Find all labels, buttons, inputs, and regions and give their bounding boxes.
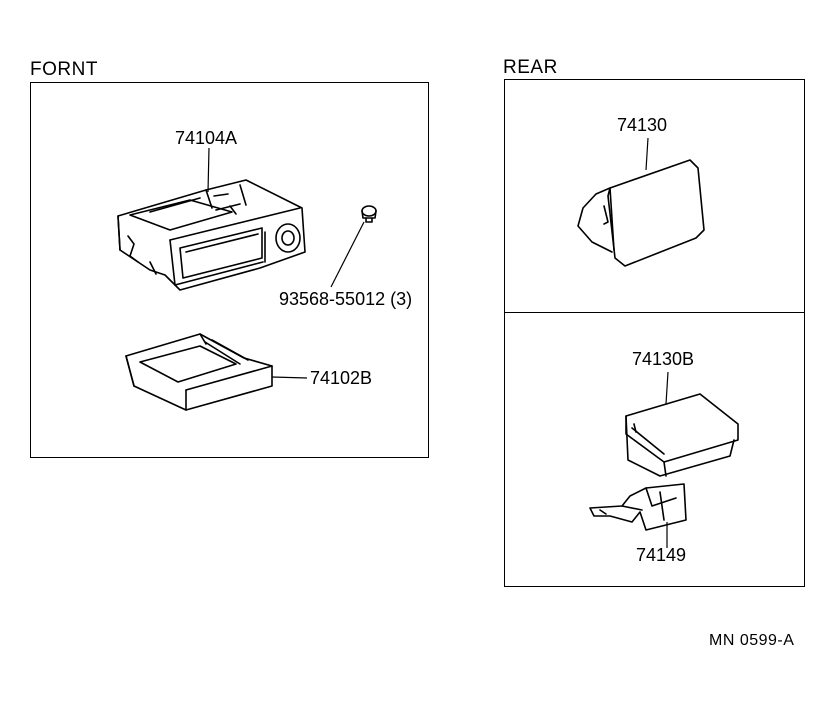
lid-leader-line	[645, 137, 649, 171]
tray-leader-line	[271, 376, 308, 379]
lid-part-number: 74130	[617, 115, 668, 135]
rear-lower-panel	[504, 312, 805, 587]
box-leader-line	[665, 371, 669, 405]
figure-code: MN 0599-A	[709, 632, 795, 649]
rear-section-title: REAR	[503, 57, 558, 78]
screw-drawing	[361, 205, 377, 223]
bracket-drawing	[589, 483, 687, 531]
screw-leader-line	[330, 221, 365, 288]
tray-part-number: 74102B	[310, 368, 373, 388]
front-panel	[30, 82, 429, 458]
holder-drawing	[117, 179, 306, 291]
tray-drawing	[125, 333, 273, 411]
box-part-number: 74130B	[632, 349, 695, 369]
front-section-title: FORNT	[30, 59, 98, 80]
lid-drawing	[577, 159, 705, 267]
holder-leader-line	[207, 147, 210, 193]
bracket-part-number: 74149	[636, 545, 687, 565]
box-drawing	[625, 393, 739, 477]
screw-part-number: 93568-55012 (3)	[279, 289, 413, 309]
holder-part-number: 74104A	[175, 128, 238, 148]
